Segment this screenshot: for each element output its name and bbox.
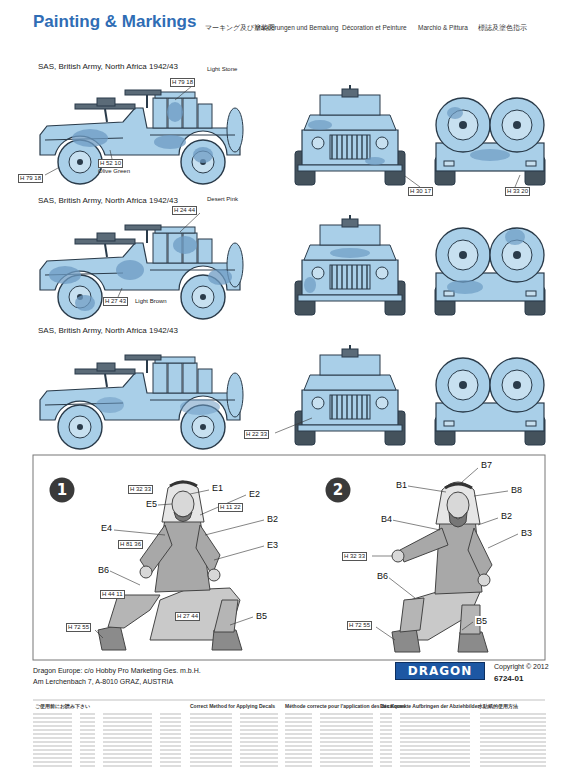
paint-code: H 44 11	[100, 590, 125, 599]
part-callout: E3	[266, 540, 279, 550]
figure-number: 2	[325, 477, 351, 503]
note-heading: Correct Method for Applying Decals	[190, 704, 275, 710]
note-heading: ご使用前にお読み下さい	[35, 704, 90, 710]
part-callout: E4	[100, 523, 113, 533]
part-callout: B1	[395, 480, 408, 490]
figure-number: 1	[49, 477, 75, 503]
paint-code: H 72 55	[347, 621, 372, 630]
subtitle: Markierungen und Bemalung	[255, 24, 338, 31]
page-title: Painting & Markings	[33, 12, 196, 32]
part-callout: B4	[380, 514, 393, 524]
paint-code: H 52 10	[98, 159, 123, 168]
paint-code: H 24 44	[172, 206, 197, 215]
part-callout: B2	[266, 514, 279, 524]
subtitle: 標誌及塗色指示	[478, 24, 527, 31]
subtitle: Décoration et Peinture	[342, 24, 407, 31]
figure-number-text: 1	[49, 477, 75, 503]
note-heading: Das Korrekte Aufbringen der Abziehbilder	[380, 704, 479, 710]
part-callout: B5	[475, 616, 488, 626]
part-callout: B2	[500, 511, 513, 521]
footer-text: Am Lerchenbach 7, A-8010 GRAZ, AUSTRIA	[33, 678, 173, 686]
figure-number-text: 2	[325, 477, 351, 503]
part-callout: B6	[376, 571, 389, 581]
paint-code: H 32 33	[128, 485, 153, 494]
paint-code: H 30 17	[408, 187, 433, 196]
colour-name: Light Stone	[207, 66, 237, 73]
paint-code: H 79 18	[170, 78, 195, 87]
paint-code: H 11 22	[218, 503, 243, 512]
brand-name: DRAGON	[395, 662, 485, 680]
part-callout: B3	[520, 528, 533, 538]
part-callout: E2	[248, 489, 261, 499]
catalogue-number: 6724-01	[494, 674, 523, 683]
paint-code: H 33 20	[505, 187, 530, 196]
part-callout: B7	[480, 460, 493, 470]
part-callout: B5	[255, 611, 268, 621]
paint-code: H 81 36	[118, 540, 143, 549]
paint-code: H 79 18	[18, 174, 43, 183]
scheme-heading: SAS, British Army, North Africa 1942/43	[38, 326, 178, 335]
part-callout: B6	[97, 565, 110, 575]
part-callout: E1	[211, 483, 224, 493]
paint-code: H 27 44	[175, 612, 200, 621]
paint-code: H 72 55	[66, 623, 91, 632]
paint-code: H 32 33	[342, 552, 367, 561]
colour-name: Desert Pink	[207, 196, 238, 203]
note-heading: 水貼紙的使用方法	[478, 704, 518, 710]
footer-text: Dragon Europe: c/o Hobby Pro Marketing G…	[33, 667, 201, 675]
scheme-heading: SAS, British Army, North Africa 1942/43	[38, 196, 178, 205]
paint-code: H 27 43	[103, 297, 128, 306]
subtitle: Marchio & Pittura	[418, 24, 468, 31]
scheme-heading: SAS, British Army, North Africa 1942/43	[38, 62, 178, 71]
part-callout: B8	[510, 485, 523, 495]
footer-text: Copyright © 2012	[494, 663, 549, 671]
part-callout: E5	[145, 499, 158, 509]
paint-code: H 22 33	[244, 430, 269, 439]
colour-name: Olive Green	[98, 168, 130, 175]
brand-logo: DRAGON	[395, 662, 485, 680]
colour-name: Light Brown	[135, 298, 167, 305]
